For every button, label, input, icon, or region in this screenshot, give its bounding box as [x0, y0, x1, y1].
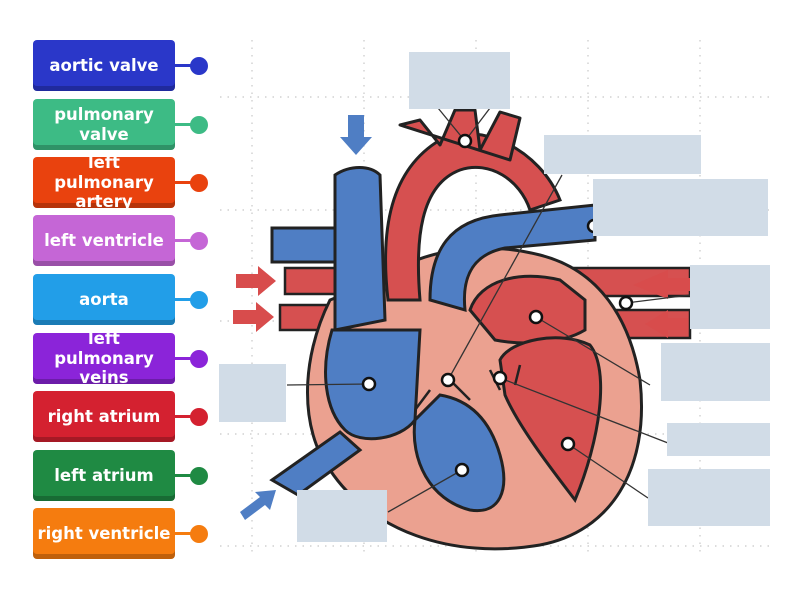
label-tile-left-atrium[interactable]: left atrium — [33, 450, 175, 501]
connector-dot — [190, 408, 208, 426]
connector-line — [175, 123, 197, 126]
arrow-right-icon — [236, 266, 276, 296]
right-ventricle-chamber — [412, 393, 506, 513]
label-tile-pulmonary-valve[interactable]: pulmonary valve — [33, 99, 175, 150]
label-text: aorta — [79, 289, 129, 309]
drop-target[interactable] — [690, 265, 770, 329]
connector-dot — [190, 525, 208, 543]
arrow-up-right-icon — [240, 490, 276, 520]
label-text: aortic valve — [49, 55, 159, 75]
superior-vena-cava — [333, 166, 387, 332]
arrow-left-icon — [633, 270, 690, 299]
connector-line — [175, 298, 197, 301]
hotspot-dot — [454, 462, 470, 478]
connector-line — [175, 474, 197, 477]
hotspot-dot — [528, 309, 544, 325]
drop-target[interactable] — [661, 343, 770, 401]
drop-target[interactable] — [648, 469, 770, 526]
label-tile-aorta[interactable]: aorta — [33, 274, 175, 325]
label-text: left pulmonary veins — [54, 328, 154, 388]
connector-line — [175, 239, 197, 242]
label-tile-aortic-valve[interactable]: aortic valve — [33, 40, 175, 91]
label-text: left atrium — [54, 465, 154, 485]
hotspot-dot — [492, 370, 508, 386]
connector-line — [175, 357, 197, 360]
hotspot-dot — [361, 376, 377, 392]
label-tile-left-pulmonary-veins[interactable]: left pulmonary veins — [33, 329, 175, 387]
connector-dot — [190, 350, 208, 368]
connector-dot — [190, 174, 208, 192]
arrow-down-icon — [340, 115, 372, 155]
label-tile-right-ventricle[interactable]: right ventricle — [33, 508, 175, 559]
arrow-left-icon — [645, 310, 688, 338]
connector-dot — [190, 467, 208, 485]
label-tile-left-ventricle[interactable]: left ventricle — [33, 215, 175, 266]
label-tile-right-atrium[interactable]: right atrium — [33, 391, 175, 442]
hotspots — [361, 133, 634, 478]
connector-line — [175, 181, 197, 184]
flow-arrows — [233, 115, 690, 520]
connector-line — [175, 64, 197, 67]
hotspot-dot — [618, 295, 634, 311]
hotspot-dot — [457, 133, 473, 149]
valve-lines — [414, 364, 522, 411]
left-ventricle-chamber — [498, 336, 603, 504]
connector-dot — [190, 57, 208, 75]
connector-line — [175, 532, 197, 535]
hotspot-dot — [440, 372, 456, 388]
drop-target[interactable] — [667, 423, 770, 456]
label-text: left pulmonary artery — [54, 152, 154, 212]
drop-target[interactable] — [297, 490, 387, 542]
label-tile-left-pulmonary-artery[interactable]: left pulmonary artery — [33, 153, 175, 211]
arrow-right-icon — [233, 302, 274, 332]
left-atrium-chamber — [468, 274, 587, 345]
connector-dot — [190, 291, 208, 309]
hotspot-dot — [560, 436, 576, 452]
label-text: right atrium — [47, 406, 161, 426]
pointer-lines — [286, 107, 691, 513]
connector-dot — [190, 232, 208, 250]
drop-target[interactable] — [409, 52, 510, 109]
label-text: pulmonary valve — [54, 104, 154, 144]
connector-dot — [190, 116, 208, 134]
label-text: right ventricle — [37, 523, 171, 543]
connector-line — [175, 415, 197, 418]
aorta-arch — [384, 132, 562, 302]
inferior-vena-cava — [269, 430, 363, 497]
label-text: left ventricle — [44, 230, 164, 250]
drop-target[interactable] — [593, 179, 768, 236]
drop-target[interactable] — [544, 135, 701, 174]
drop-target[interactable] — [219, 364, 286, 422]
